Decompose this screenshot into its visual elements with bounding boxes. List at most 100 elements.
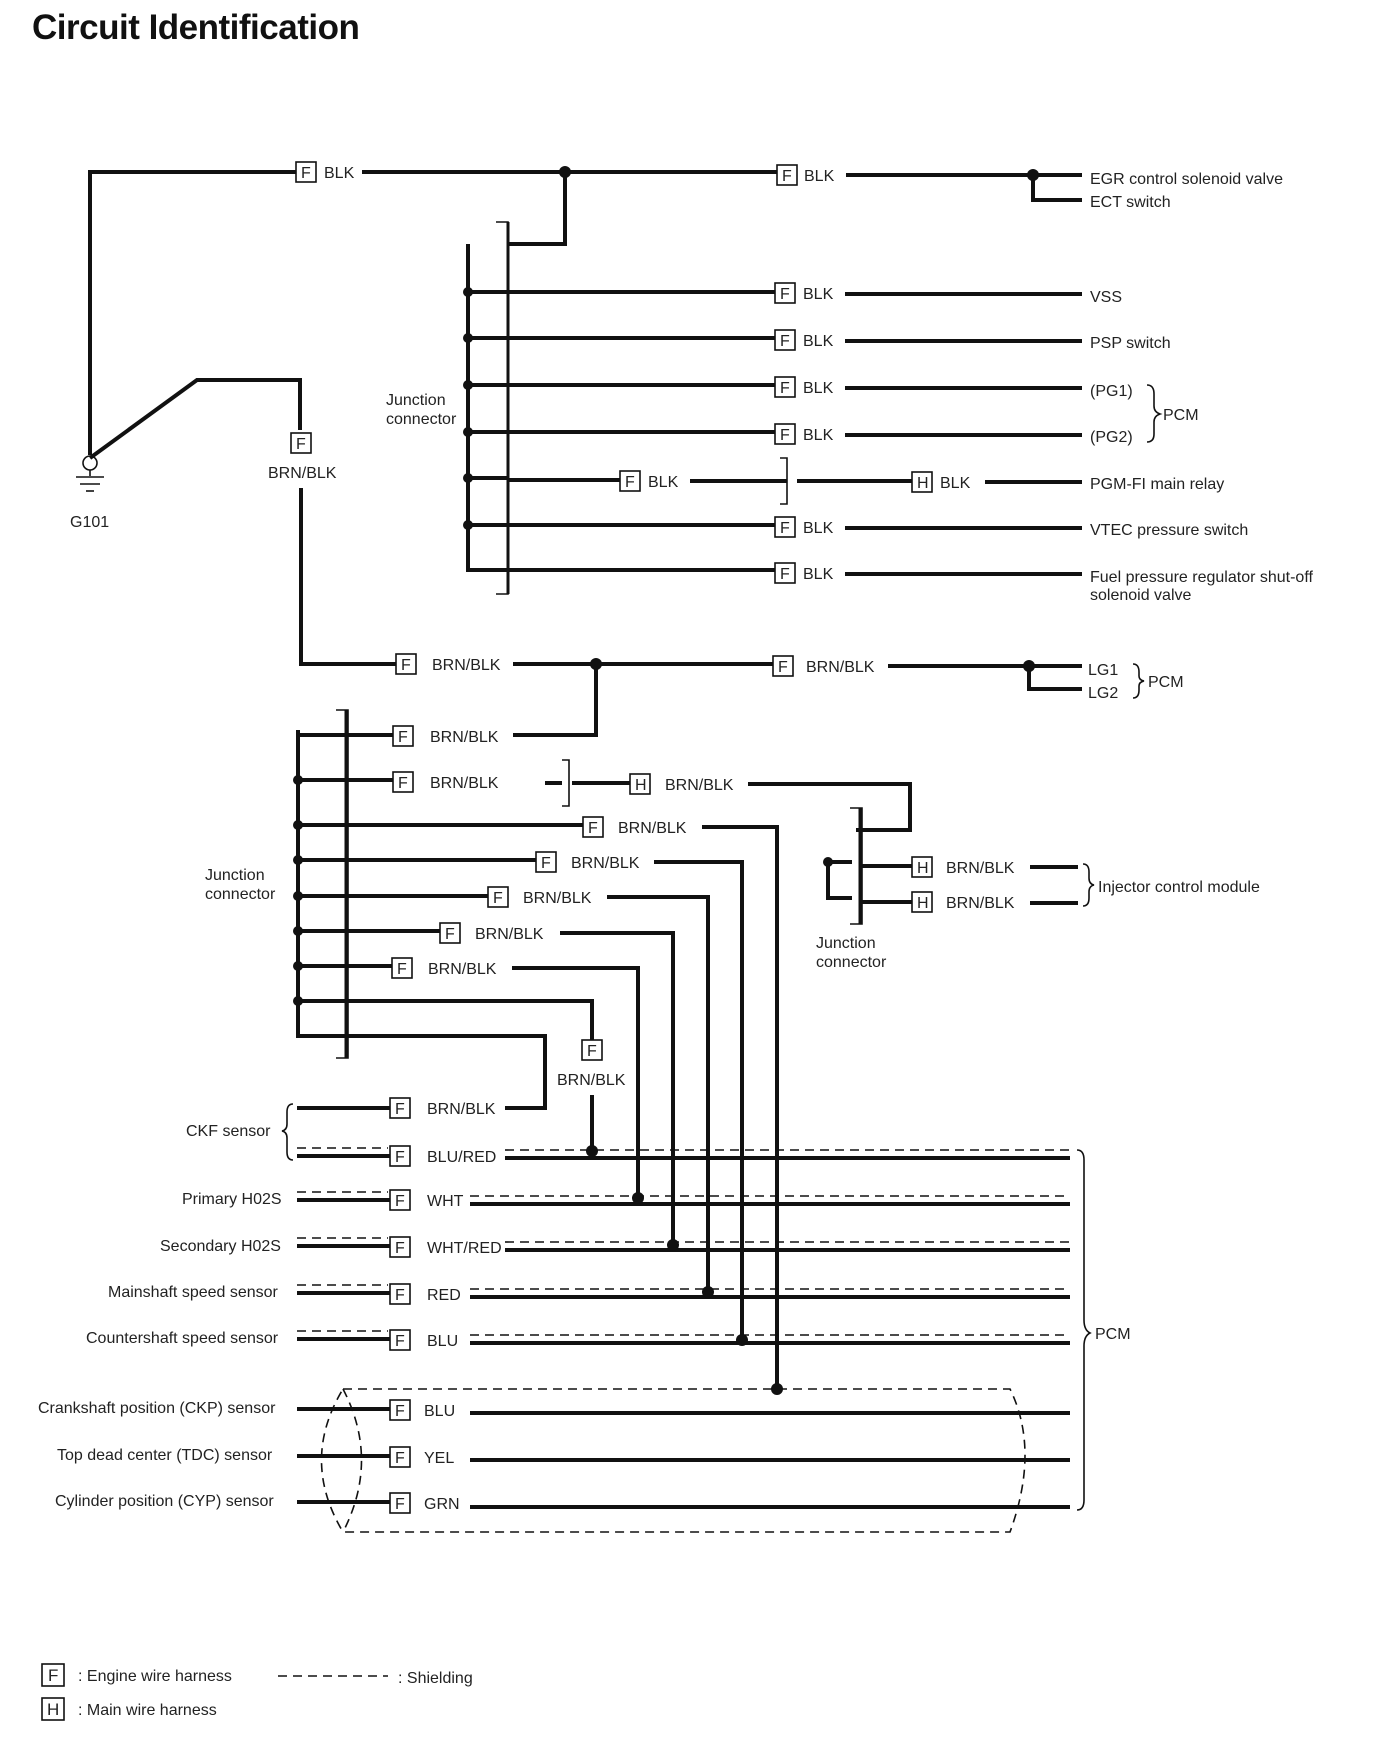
fuel-pressure-regulator-label: Fuel pressure regulator shut-off bbox=[1090, 569, 1313, 586]
svg-text:connector: connector bbox=[816, 954, 887, 971]
engine-harness-box bbox=[295, 161, 317, 183]
sensor-rows: CKF sensor F BRN/BLK F BLU/RED Primary H… bbox=[38, 1097, 1131, 1533]
main-harness-legend-box bbox=[41, 1697, 65, 1721]
egr-control-solenoid-label: EGR control solenoid valve bbox=[1090, 171, 1283, 188]
svg-text:F: F bbox=[445, 926, 455, 943]
svg-text:BRN/BLK: BRN/BLK bbox=[618, 820, 687, 837]
svg-text:BRN/BLK: BRN/BLK bbox=[557, 1072, 626, 1089]
injector-control-module-label: Injector control module bbox=[1098, 879, 1260, 896]
svg-text:YEL: YEL bbox=[424, 1450, 454, 1467]
brn-blk-main-line: F BRN/BLK F BRN/BLK F BRN/BLK LG1 LG2 PC… bbox=[268, 432, 1184, 737]
svg-text:F: F bbox=[395, 1450, 405, 1467]
pcm-label: PCM bbox=[1095, 1326, 1131, 1343]
ground-g101: G101 bbox=[70, 170, 302, 531]
svg-text:GRN: GRN bbox=[424, 1496, 460, 1513]
svg-text:F: F bbox=[780, 566, 790, 583]
svg-text:F: F bbox=[588, 820, 598, 837]
pg2-label: (PG2) bbox=[1090, 429, 1133, 446]
mainshaft-speed-sensor-label: Mainshaft speed sensor bbox=[108, 1284, 279, 1301]
legend-main-wire-harness: : Main wire harness bbox=[78, 1702, 217, 1719]
svg-text:F: F bbox=[587, 1043, 597, 1060]
svg-text:F: F bbox=[397, 961, 407, 978]
svg-text:F: F bbox=[398, 729, 408, 746]
pg1-label: (PG1) bbox=[1090, 383, 1133, 400]
svg-text:F: F bbox=[625, 474, 635, 491]
svg-text:BLK: BLK bbox=[804, 168, 835, 185]
svg-text:BRN/BLK: BRN/BLK bbox=[946, 895, 1015, 912]
ground-label: G101 bbox=[70, 514, 109, 531]
countershaft-speed-sensor-label: Countershaft speed sensor bbox=[86, 1330, 279, 1347]
svg-text:F: F bbox=[395, 1403, 405, 1420]
svg-text:F: F bbox=[401, 657, 411, 674]
svg-text:connector: connector bbox=[205, 886, 276, 903]
brn-blk-branches: F BRN/BLK F BRN/BLK H BRN/BLK F BRN/BLK … bbox=[345, 725, 912, 1389]
svg-text:BRN/BLK: BRN/BLK bbox=[428, 961, 497, 978]
svg-text:BLK: BLK bbox=[940, 475, 971, 492]
svg-text:Junction: Junction bbox=[386, 392, 446, 409]
svg-text:BRN/BLK: BRN/BLK bbox=[523, 890, 592, 907]
svg-text:F: F bbox=[395, 1149, 405, 1166]
ckp-sensor-label: Crankshaft position (CKP) sensor bbox=[38, 1400, 276, 1417]
svg-text:BLU: BLU bbox=[427, 1333, 458, 1350]
svg-text:Junction: Junction bbox=[816, 935, 876, 952]
svg-text:WHT: WHT bbox=[427, 1193, 464, 1210]
svg-text:BRN/BLK: BRN/BLK bbox=[268, 465, 337, 482]
tdc-sensor-label: Top dead center (TDC) sensor bbox=[57, 1447, 273, 1464]
svg-text:BLK: BLK bbox=[803, 427, 834, 444]
wire-label-blk: BLK bbox=[324, 165, 355, 182]
svg-text:H: H bbox=[917, 895, 929, 912]
pgmfi-main-relay-label: PGM-FI main relay bbox=[1090, 476, 1224, 493]
svg-text:BRN/BLK: BRN/BLK bbox=[432, 657, 501, 674]
primary-ho2s-label: Primary H02S bbox=[182, 1191, 282, 1208]
svg-text:H: H bbox=[47, 1700, 59, 1719]
ect-switch-label: ECT switch bbox=[1090, 194, 1171, 211]
svg-text:F: F bbox=[780, 520, 790, 537]
svg-text:F: F bbox=[782, 168, 792, 185]
blk-main-line: F BLK F BLK EGR control solenoid valve E… bbox=[295, 161, 1283, 246]
legend-engine-wire-harness: : Engine wire harness bbox=[78, 1668, 232, 1685]
cyp-sensor-label: Cylinder position (CYP) sensor bbox=[55, 1493, 274, 1510]
svg-text:BLU/RED: BLU/RED bbox=[427, 1149, 496, 1166]
ckf-sensor-label: CKF sensor bbox=[186, 1123, 271, 1140]
svg-text:F: F bbox=[541, 855, 551, 872]
svg-text:F: F bbox=[778, 659, 788, 676]
svg-text:H: H bbox=[917, 475, 929, 492]
junction-connector-lower: Junction connector bbox=[205, 709, 349, 1059]
svg-text:BRN/BLK: BRN/BLK bbox=[806, 659, 875, 676]
svg-text:BLK: BLK bbox=[803, 286, 834, 303]
svg-text:F: F bbox=[395, 1101, 405, 1118]
svg-text:F: F bbox=[48, 1666, 58, 1685]
svg-text:BLK: BLK bbox=[803, 333, 834, 350]
blk-branches: F BLK VSS F BLK PSP switch F BLK (PG1) F… bbox=[463, 282, 1313, 604]
svg-text:BRN/BLK: BRN/BLK bbox=[946, 860, 1015, 877]
svg-text:F: F bbox=[395, 1333, 405, 1350]
svg-text:BLU: BLU bbox=[424, 1403, 455, 1420]
svg-text:connector: connector bbox=[386, 411, 457, 428]
svg-text:F: F bbox=[395, 1193, 405, 1210]
svg-text:F: F bbox=[395, 1496, 405, 1513]
lg2-label: LG2 bbox=[1088, 685, 1118, 702]
svg-text:F: F bbox=[780, 333, 790, 350]
page-title: Circuit Identification bbox=[32, 8, 360, 47]
svg-text:F: F bbox=[780, 380, 790, 397]
svg-text:H: H bbox=[917, 860, 929, 877]
svg-text:F: F bbox=[395, 1240, 405, 1257]
svg-text:F: F bbox=[493, 890, 503, 907]
svg-text:PCM: PCM bbox=[1148, 674, 1184, 691]
svg-text:PCM: PCM bbox=[1163, 407, 1199, 424]
svg-text:BLK: BLK bbox=[803, 520, 834, 537]
svg-text:RED: RED bbox=[427, 1287, 461, 1304]
svg-text:BRN/BLK: BRN/BLK bbox=[430, 775, 499, 792]
svg-text:BLK: BLK bbox=[803, 566, 834, 583]
svg-text:BRN/BLK: BRN/BLK bbox=[475, 926, 544, 943]
lg1-label: LG1 bbox=[1088, 662, 1118, 679]
svg-text:BRN/BLK: BRN/BLK bbox=[427, 1101, 496, 1118]
vss-label: VSS bbox=[1090, 289, 1122, 306]
svg-text:F: F bbox=[780, 286, 790, 303]
svg-text:F: F bbox=[780, 427, 790, 444]
svg-text:WHT/RED: WHT/RED bbox=[427, 1240, 502, 1257]
svg-text:BLK: BLK bbox=[803, 380, 834, 397]
secondary-ho2s-label: Secondary H02S bbox=[160, 1238, 281, 1255]
svg-text:BRN/BLK: BRN/BLK bbox=[571, 855, 640, 872]
